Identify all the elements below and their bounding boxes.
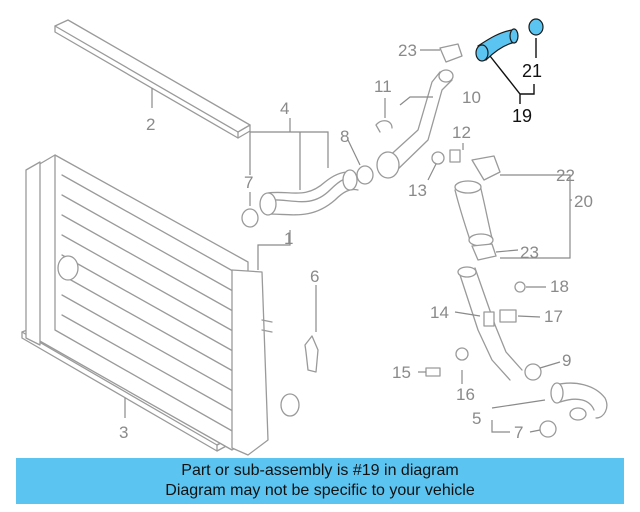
hose-5 (550, 382, 608, 421)
callout-numbers: 2 3 4 7 8 1 6 10 11 12 13 23 21 19 22 20… (119, 41, 593, 442)
callout-5: 5 (472, 409, 481, 428)
o-ring-7 (241, 208, 259, 228)
callout-22: 22 (556, 166, 575, 185)
callout-16: 16 (456, 385, 475, 404)
callout-2: 2 (146, 115, 155, 134)
o-ring-21 (528, 18, 544, 36)
callout-7-upper: 7 (244, 173, 253, 192)
grommet-16 (455, 347, 469, 361)
bracket-23-lower (471, 243, 497, 261)
callout-12: 12 (452, 123, 471, 142)
callout-3: 3 (119, 423, 128, 442)
intercooler-inlet-hose (259, 169, 359, 216)
info-banner: Part or sub-assembly is #19 in diagram D… (16, 458, 624, 504)
callout-13: 13 (408, 181, 427, 200)
hose-20 (454, 180, 494, 247)
nut-13 (431, 151, 445, 165)
bolt-12 (449, 149, 461, 163)
bolt-15 (425, 367, 441, 377)
callout-4: 4 (280, 99, 289, 118)
o-ring-8 (356, 165, 374, 185)
callout-23-top: 23 (398, 41, 417, 60)
callout-14: 14 (430, 303, 449, 322)
bracket-22 (471, 155, 501, 181)
bracket-23-top (439, 43, 463, 63)
leader-lines (124, 38, 572, 433)
callout-8: 8 (340, 127, 349, 146)
callout-10: 10 (462, 88, 481, 107)
callout-23-lower: 23 (520, 243, 539, 262)
callout-20: 20 (574, 192, 593, 211)
callout-6: 6 (310, 267, 319, 286)
banner-line-disclaimer: Diagram may not be specific to your vehi… (165, 482, 475, 499)
upper-support-bar (54, 19, 251, 139)
charge-pipe-10 (376, 69, 454, 179)
callout-11: 11 (374, 77, 392, 96)
bolt-18 (514, 281, 526, 293)
clip-11 (375, 120, 393, 133)
charge-pipe-14 (457, 266, 523, 381)
callout-19: 19 (512, 106, 532, 126)
callout-17: 17 (544, 307, 563, 326)
callout-7-lower: 7 (514, 423, 523, 442)
intercooler (25, 154, 300, 456)
o-ring-7-lower (539, 420, 557, 438)
callout-18: 18 (550, 277, 569, 296)
sensor-17 (499, 309, 517, 323)
clamp-9 (524, 363, 542, 381)
callout-21: 21 (522, 61, 542, 81)
callout-15: 15 (392, 363, 411, 382)
callout-9: 9 (562, 351, 571, 370)
charge-pipe-19-highlighted (475, 18, 544, 62)
callout-1: 1 (284, 229, 293, 248)
bracket-6 (304, 335, 319, 373)
banner-line-part: Part or sub-assembly is #19 in diagram (181, 462, 459, 479)
